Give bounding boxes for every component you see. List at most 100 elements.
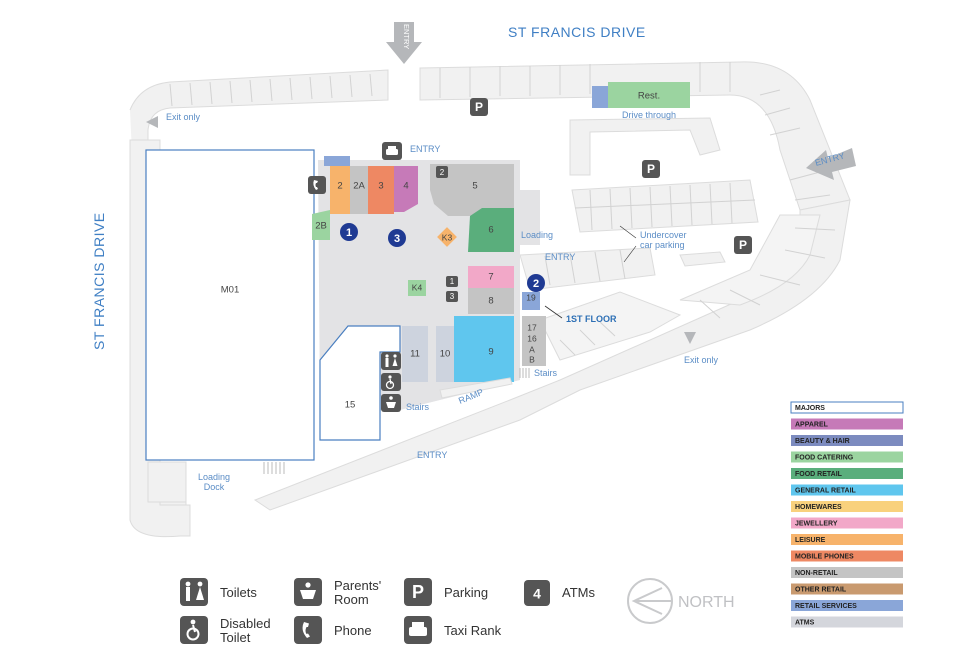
shop-2-label: 2	[337, 181, 342, 192]
entry-label-top: ENTRY	[410, 144, 440, 154]
shop-16-label: 16	[527, 333, 537, 343]
kiosk-k3[interactable]	[437, 227, 457, 247]
shop-2a-label: 2A	[353, 181, 365, 192]
shop-2b[interactable]	[312, 210, 330, 240]
legend-item: OTHER RETAIL	[791, 583, 903, 595]
svg-text:2: 2	[440, 168, 445, 177]
svg-text:4: 4	[533, 586, 541, 602]
street-label-north: ST FRANCIS DRIVE	[508, 24, 646, 40]
legend-item: MAJORS	[790, 401, 904, 414]
shop-2a[interactable]	[350, 166, 368, 214]
loading-dock-label-1: Loading	[198, 472, 230, 482]
north-indicator: NORTH	[627, 578, 735, 624]
shop-10[interactable]	[436, 326, 454, 382]
atm-icon: 4	[524, 580, 550, 606]
first-floor-label: 1ST FLOOR	[566, 314, 617, 324]
parking-bays-north	[169, 62, 731, 107]
legend-swatch	[791, 567, 903, 578]
ramp	[439, 377, 513, 399]
north-arrow-icon	[627, 578, 673, 624]
legend-label: FOOD RETAIL	[795, 471, 843, 478]
shop-8[interactable]	[468, 288, 514, 314]
shop-3-label: 3	[378, 181, 383, 192]
shop-6[interactable]	[468, 208, 514, 252]
shop-9[interactable]	[454, 316, 514, 382]
loading-dock-label-2: Dock	[204, 482, 225, 492]
shop-3[interactable]	[368, 166, 394, 214]
entry-arrow-east: ENTRY	[806, 148, 856, 180]
loading-label: Loading	[521, 230, 553, 240]
svg-text:3: 3	[394, 233, 400, 245]
exit-label-se: Exit only	[684, 355, 719, 365]
svg-text:P: P	[412, 582, 424, 602]
kiosk-k4[interactable]	[408, 280, 426, 296]
legend-swatch	[791, 517, 903, 529]
phone-icon	[294, 616, 322, 644]
parents-room-icon	[294, 578, 322, 606]
key-parents: Parents' Room	[294, 578, 381, 607]
stairs-east	[519, 368, 530, 378]
legend-label: LEISURE	[795, 537, 826, 544]
legend-item: NON-RETAIL	[791, 567, 903, 578]
exit-arrow-se	[684, 332, 696, 344]
svg-text:1: 1	[346, 227, 352, 239]
shop-7[interactable]	[468, 266, 514, 288]
shop-17-label: 17	[527, 322, 537, 332]
car-park-stripes	[544, 89, 836, 356]
legend-label: APPAREL	[795, 422, 829, 429]
phone-icon	[308, 176, 326, 194]
legend-swatch	[790, 401, 904, 414]
undercover-label-1: Undercover	[640, 230, 687, 240]
legend-item: FOOD RETAIL	[791, 468, 903, 479]
first-floor-units[interactable]	[522, 316, 546, 366]
entrance-2-marker[interactable]: 2	[527, 274, 545, 292]
parents-room-icon	[381, 394, 401, 412]
entry-label-loading: ENTRY	[545, 252, 575, 262]
atm-icon: 2	[436, 166, 448, 178]
legend-item: FOOD CATERING	[791, 451, 903, 463]
shop-9-label: 9	[488, 347, 493, 358]
legend-swatch	[791, 616, 903, 628]
svg-text:3: 3	[450, 292, 455, 301]
taxi-icon	[404, 616, 432, 644]
legend-label: JEWELLERY	[795, 521, 838, 528]
shop-10-label: 10	[440, 349, 451, 360]
shop-15-label: 15	[345, 400, 356, 411]
shop-2[interactable]	[330, 166, 350, 214]
legend-label: OTHER RETAIL	[795, 587, 847, 594]
legend-swatch	[791, 501, 903, 512]
shop-19-label: 19	[526, 292, 536, 302]
taxi-icon	[382, 142, 402, 160]
rest-side-unit	[592, 86, 608, 108]
legend-item: ATMS	[791, 616, 903, 628]
legend-swatch	[791, 600, 903, 611]
north-label: NORTH	[678, 594, 735, 611]
key-disabled-label-1: Disabled	[220, 616, 271, 631]
disabled-toilet-icon	[180, 616, 208, 644]
legend-label: NON-RETAIL	[795, 570, 838, 577]
parking-icon: P	[734, 236, 752, 254]
svg-text:P: P	[475, 100, 483, 114]
shop-11[interactable]	[402, 326, 428, 382]
key-atms-label: ATMs	[562, 585, 595, 600]
shop-19[interactable]	[522, 292, 540, 310]
legend-item: BEAUTY & HAIR	[791, 435, 903, 446]
shop-2b-label: 2B	[315, 221, 327, 232]
shop-4[interactable]	[394, 166, 418, 212]
shop-m01[interactable]	[145, 149, 315, 461]
kiosk-k4-label: K4	[412, 282, 423, 292]
legend-swatch	[791, 451, 903, 463]
key-taxi: Taxi Rank	[404, 616, 502, 644]
entrance-1-marker[interactable]: 1	[340, 223, 358, 241]
entry-label-south: ENTRY	[417, 450, 447, 460]
svg-text:ENTRY: ENTRY	[402, 24, 411, 49]
shop-b-label: B	[529, 354, 535, 364]
rest-label: Rest.	[638, 91, 660, 102]
undercover-pointer	[623, 245, 637, 263]
entrance-3-marker[interactable]: 3	[388, 229, 406, 247]
shop-5[interactable]	[430, 164, 514, 216]
stairs-label-east: Stairs	[534, 368, 558, 378]
shop-unit-top-1	[324, 156, 350, 166]
